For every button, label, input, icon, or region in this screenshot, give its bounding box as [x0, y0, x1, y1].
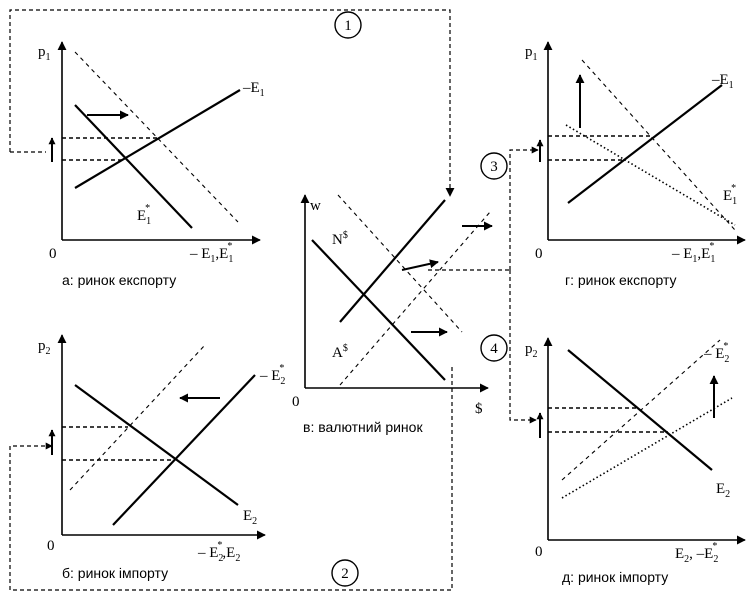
- panel-a-x-label: – E1,E1*: [189, 241, 233, 265]
- panel-v-supply-curve: [339, 199, 446, 323]
- step-marker-4: 4: [480, 334, 508, 362]
- panel-a-caption: а: ринок експорту: [62, 272, 176, 288]
- panel-g-x-label: – E1,E1*: [671, 241, 715, 265]
- panel-d-supply-label: – E2*: [703, 341, 729, 365]
- connector-1: [9, 9, 455, 197]
- panel-g-demand-label: E1*: [723, 183, 737, 207]
- panel-a-demand-curve: [74, 104, 193, 229]
- panel-b-supply-label: – E2*: [259, 363, 285, 387]
- step-marker-1: 1: [334, 11, 362, 39]
- panel-b-y-label: p2: [38, 338, 51, 357]
- panel-d-y-label: p2: [525, 341, 538, 360]
- panel-b-demand-label: E2: [243, 508, 257, 527]
- panel-g-y-label: p1: [525, 44, 538, 63]
- panel-a-y-label: p1: [38, 44, 51, 63]
- connector-4: [509, 270, 537, 424]
- panel-a-supply-curve: [74, 89, 241, 189]
- panel-v-supply-shifted: [339, 211, 491, 386]
- panel-g-supply-curve: [567, 84, 723, 204]
- panel-g-export-market: p1 0 – E1,E1* –E1 E1* г: ринок експорту: [525, 41, 746, 288]
- panel-g-demand-shifted: [581, 59, 736, 231]
- panel-b-supply-shifted: [69, 344, 206, 491]
- panel-d-x-label: E2, –E2*: [675, 541, 718, 565]
- panel-g-demand-curve: [565, 124, 736, 226]
- panel-a-demand-shifted: [74, 51, 239, 223]
- connectors: [9, 9, 539, 591]
- panel-a-demand-label: E1*: [137, 203, 151, 227]
- panel-v-origin: 0: [292, 394, 300, 410]
- connector-3: [509, 146, 539, 270]
- panel-v-demand-shifted: [337, 194, 463, 333]
- panel-g-origin: 0: [535, 246, 543, 262]
- panel-b-demand-curve: [74, 384, 239, 506]
- panel-v-supply-label: A$: [332, 343, 348, 361]
- panel-d-demand-curve: [567, 349, 713, 471]
- panel-v-demand-label: N$: [332, 230, 348, 248]
- step-marker-2: 2: [331, 559, 359, 587]
- panel-v-rate-arrow: [401, 259, 439, 271]
- panel-g-caption: г: ринок експорту: [565, 272, 677, 288]
- panel-a-supply-label: –E1: [242, 80, 265, 99]
- panel-b-import-market: p2 0 – E2*,E2 – E2* E2 б: ринок імпорту: [38, 334, 285, 581]
- panel-b-origin: 0: [47, 538, 55, 554]
- step-4-label: 4: [490, 341, 498, 357]
- panel-b-caption: б: ринок імпорту: [62, 565, 168, 581]
- panel-a-origin: 0: [49, 246, 57, 262]
- panel-d-origin: 0: [535, 544, 543, 560]
- panel-d-import-market: p2 0 E2, –E2* – E2* E2 д: ринок імпорту: [525, 337, 746, 585]
- panel-v-x-label: $: [475, 401, 483, 417]
- panel-v-caption: в: валютний ринок: [303, 419, 423, 435]
- panel-b-x-label: – E2*,E2: [197, 540, 240, 564]
- panel-a-export-market: p1 0 – E1,E1* –E1 E1* а: ринок експорту: [38, 41, 265, 288]
- panel-d-demand-label: E2: [716, 481, 730, 500]
- step-2-label: 2: [341, 566, 349, 582]
- panel-d-supply-curve: [561, 397, 733, 499]
- panel-g-supply-label: –E1: [711, 72, 734, 91]
- panel-v-currency-market: w 0 $ N$ A$ в: валютний ринок: [292, 194, 512, 435]
- panel-d-caption: д: ринок імпорту: [562, 569, 668, 585]
- step-3-label: 3: [490, 159, 498, 175]
- step-1-label: 1: [344, 18, 352, 34]
- panel-v-y-label: w: [310, 198, 321, 214]
- panel-b-supply-curve: [112, 374, 256, 526]
- step-marker-3: 3: [480, 152, 508, 180]
- connector-2: [9, 367, 453, 591]
- panel-v-demand-curve: [311, 239, 446, 381]
